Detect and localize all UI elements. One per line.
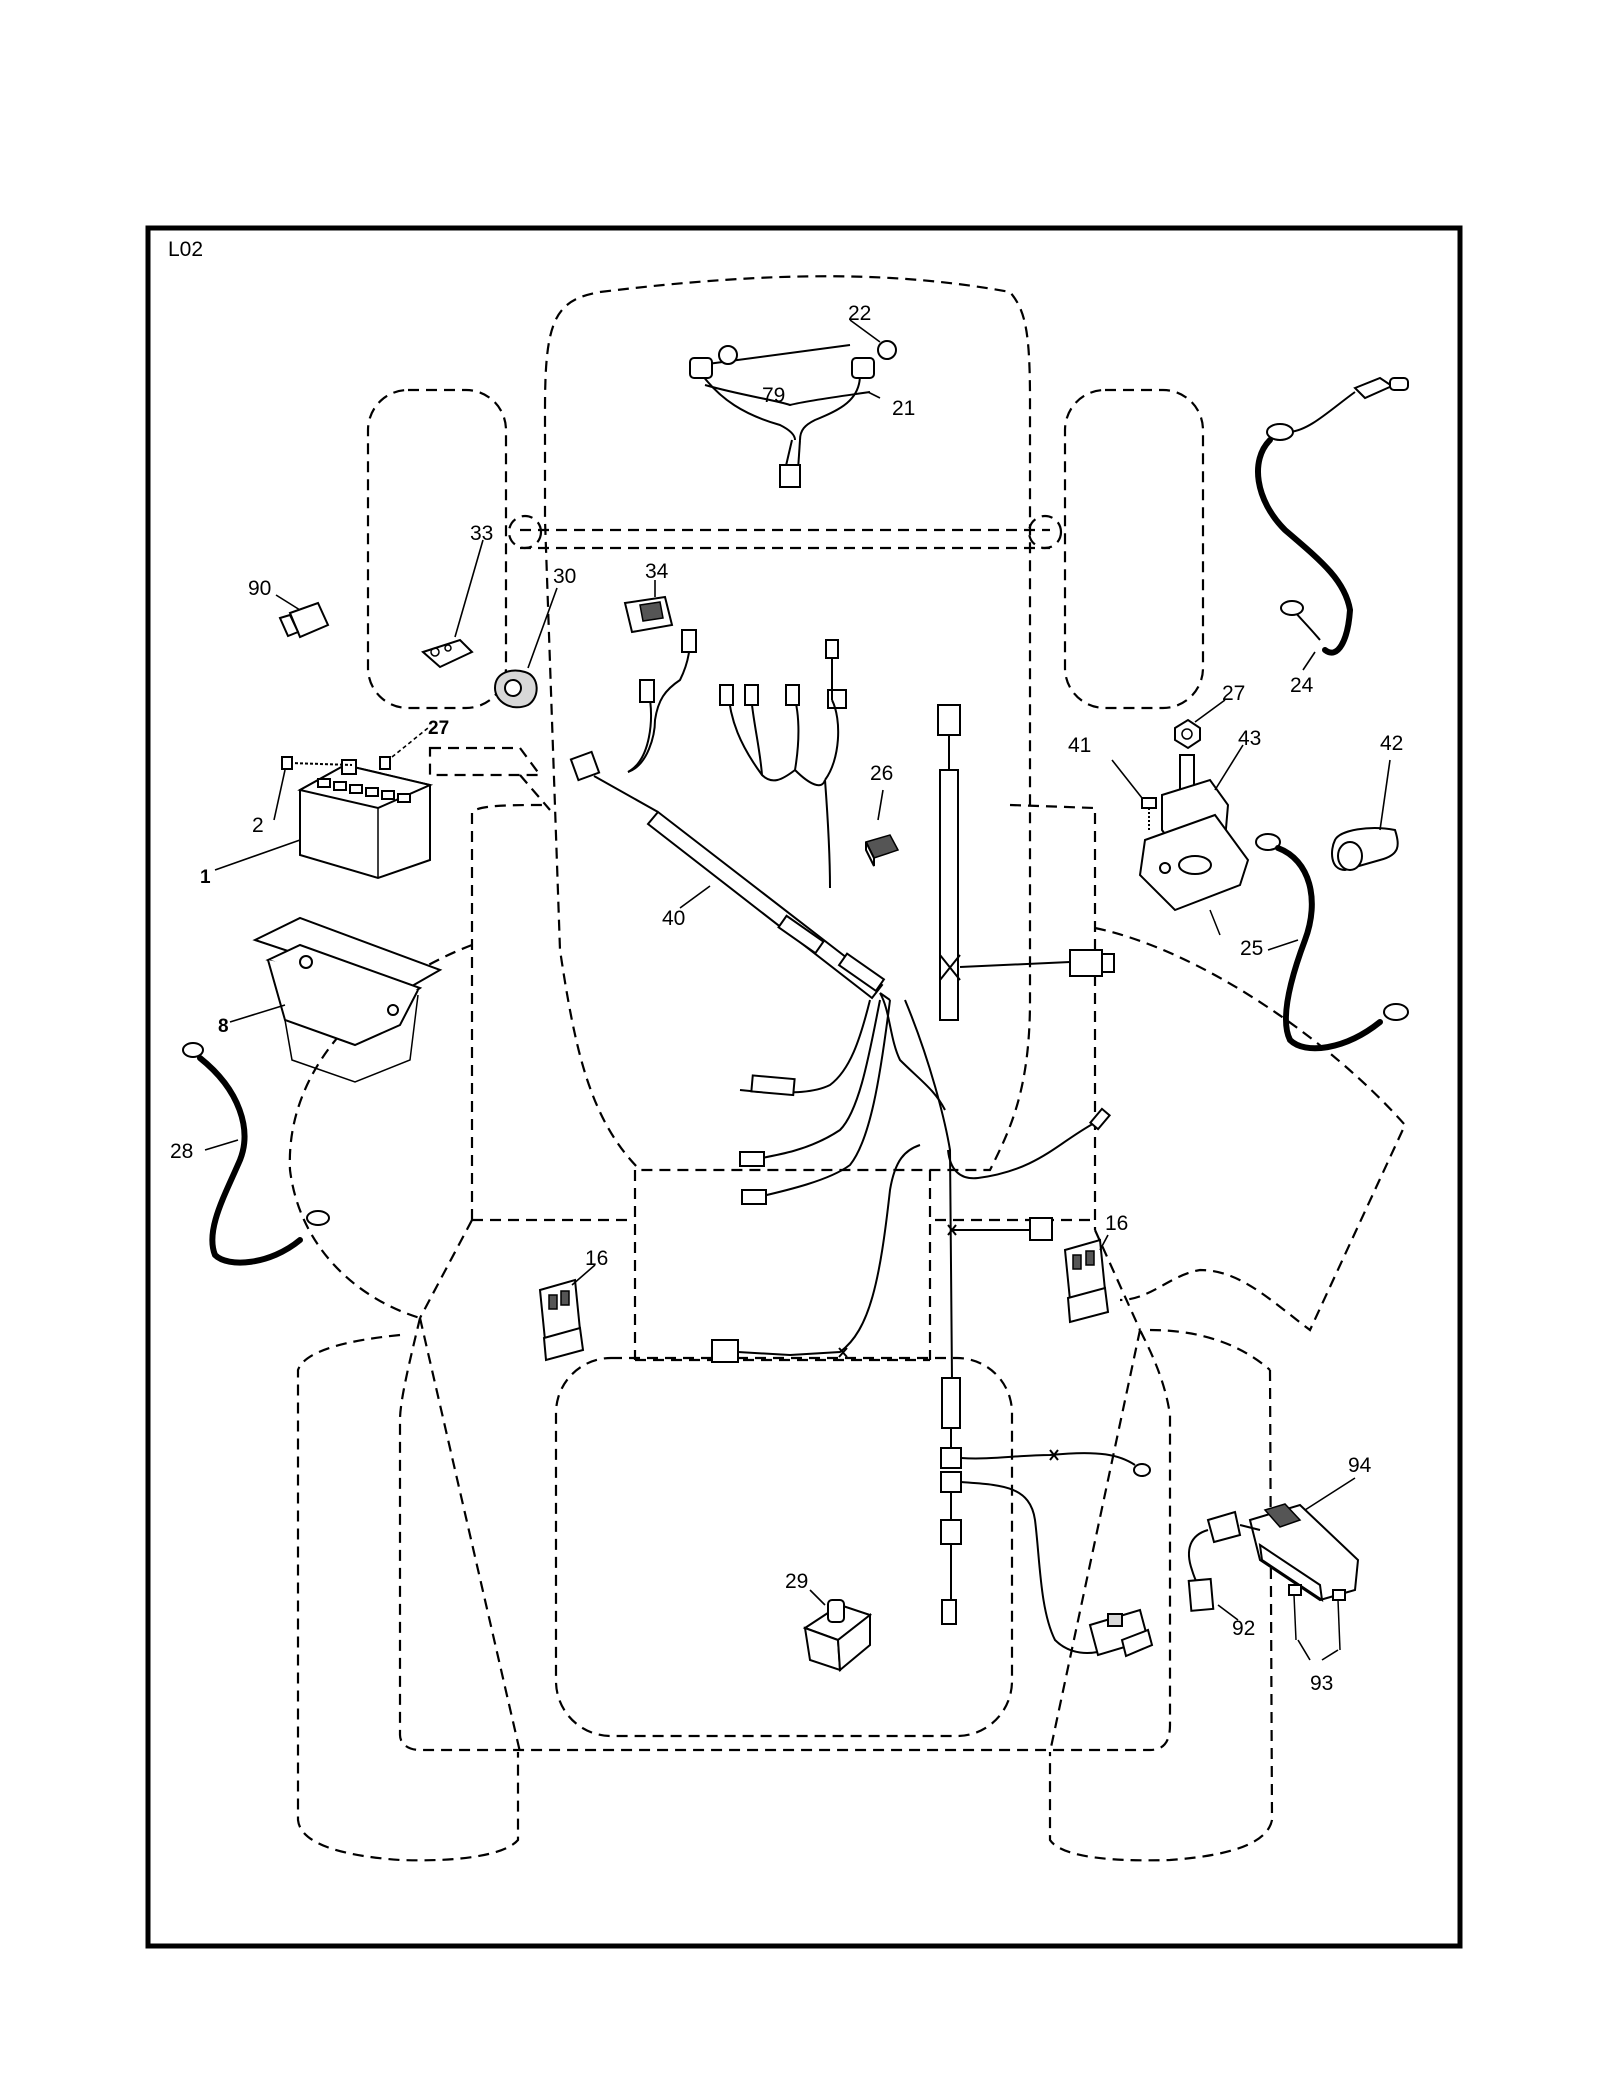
callout-94: 94 — [1348, 1454, 1372, 1477]
callout-34: 34 — [645, 560, 669, 583]
callout-29: 29 — [785, 1570, 808, 1593]
callout-27-nut-left: 27 — [428, 718, 449, 739]
callout-16-right: 16 — [1105, 1212, 1128, 1235]
callout-27-nut-right: 27 — [1222, 682, 1245, 705]
battery-tray: 8 — [218, 916, 443, 1083]
callout-42: 42 — [1380, 732, 1403, 755]
battery-cable-left: 28 — [170, 1042, 330, 1266]
callout-26: 26 — [870, 762, 893, 785]
callout-93: 93 — [1310, 1672, 1333, 1695]
callout-33: 33 — [470, 522, 493, 545]
interlock-switch-right: 16 — [1063, 1212, 1128, 1324]
pto-switch: 29 — [785, 1570, 873, 1673]
headlight-assembly: 22 79 21 — [689, 302, 915, 488]
callout-90: 90 — [248, 577, 271, 600]
page-code: L02 — [168, 238, 203, 261]
callout-92: 92 — [1232, 1617, 1255, 1640]
interlock-switch-left: 16 — [538, 1247, 608, 1362]
callout-2: 2 — [252, 814, 264, 837]
callout-22: 22 — [848, 302, 871, 325]
diagram-frame — [145, 225, 1463, 1949]
callout-79: 79 — [762, 384, 785, 407]
solenoid: 27 43 41 42 — [1068, 682, 1403, 936]
fuse: 26 — [864, 762, 900, 867]
callout-8: 8 — [218, 1016, 229, 1037]
callout-1: 1 — [200, 867, 211, 888]
solenoid-cable: 25 — [1240, 833, 1409, 1052]
callout-41: 41 — [1068, 734, 1091, 757]
battery: 2 27 1 — [200, 718, 449, 888]
callout-43: 43 — [1238, 727, 1261, 750]
callout-21: 21 — [892, 397, 915, 420]
callout-30: 30 — [553, 565, 576, 588]
wiring-harness: 40 — [569, 629, 1154, 1658]
battery-cable-right: 24 — [1255, 376, 1409, 697]
callout-16-left: 16 — [585, 1247, 608, 1270]
callout-40: 40 — [662, 907, 685, 930]
control-module: 94 92 93 — [1187, 1454, 1372, 1695]
callout-28: 28 — [170, 1140, 193, 1163]
tractor-outline — [288, 275, 1407, 1862]
callout-24: 24 — [1290, 674, 1314, 697]
key-and-ignition: 33 30 34 90 — [248, 522, 674, 709]
callout-25: 25 — [1240, 937, 1263, 960]
